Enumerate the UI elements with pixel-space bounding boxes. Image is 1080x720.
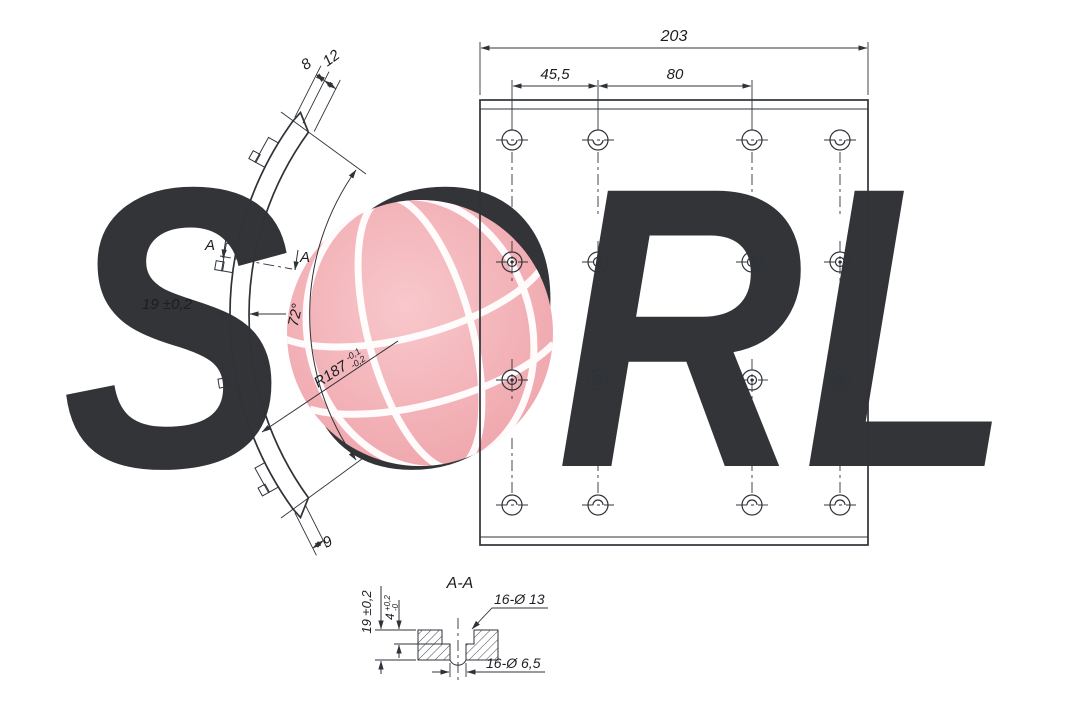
dim-thickness: 19 ±0,2 xyxy=(142,296,193,313)
hole xyxy=(824,241,856,283)
section-thickness-dimension xyxy=(375,586,416,674)
hole xyxy=(496,129,528,214)
hole xyxy=(736,438,768,516)
hole-dia-dimension xyxy=(432,663,545,677)
dim-hole-offset-1: 45,5 xyxy=(540,66,570,83)
svg-text:+0,2: +0,2 xyxy=(383,595,392,611)
svg-text:4: 4 xyxy=(383,613,397,620)
plate-outline xyxy=(479,99,869,546)
dim-hole-offset-2: 80 xyxy=(667,66,684,83)
dim-counterbore: 16-Ø 13 xyxy=(494,591,545,607)
section-cut-marks xyxy=(219,237,299,271)
section-letter-1: A xyxy=(204,237,215,254)
hole xyxy=(824,129,856,214)
dim-plate-width: 203 xyxy=(660,28,688,45)
dim-tip-12: 12 xyxy=(320,46,344,70)
width-dimension xyxy=(479,42,869,95)
hole-offset-dimensions xyxy=(511,80,753,130)
section-view xyxy=(375,586,548,680)
hole xyxy=(582,129,614,214)
dim-angle: 72° xyxy=(285,302,306,328)
angle-boundary-top xyxy=(280,111,367,175)
hole xyxy=(824,359,856,401)
counterbore-depth-dimension xyxy=(394,600,442,658)
dim-counterbore-depth: 4 +0,2 -0 xyxy=(383,595,400,620)
svg-text:-0: -0 xyxy=(391,603,400,611)
hole xyxy=(496,241,528,283)
lining-lug xyxy=(248,136,280,169)
side-view xyxy=(152,65,399,556)
dim-hole: 16-Ø 6,5 xyxy=(486,655,541,671)
bottom-tip-dimension xyxy=(294,504,328,556)
hole xyxy=(736,359,768,401)
hole xyxy=(496,359,528,401)
counterbore-leader xyxy=(471,607,548,630)
lining-lug xyxy=(254,461,280,497)
hole xyxy=(582,241,614,283)
plan-view xyxy=(479,42,869,546)
lining-arc-outline xyxy=(229,110,310,520)
hole-grid xyxy=(496,129,856,516)
hole xyxy=(582,359,614,401)
section-title: A-A xyxy=(446,575,474,592)
tip-dimension xyxy=(294,65,341,132)
section-letter-2: A xyxy=(299,249,310,266)
hole xyxy=(496,438,528,516)
radius-leader xyxy=(261,340,399,433)
section-left-solid xyxy=(417,629,451,661)
angle-dim-arc xyxy=(309,169,357,461)
lining-lug xyxy=(217,356,239,389)
hole xyxy=(736,129,768,214)
angle-boundary-bottom xyxy=(280,455,367,519)
hole xyxy=(582,438,614,516)
hole xyxy=(736,241,768,283)
dim-section-thickness: 19 ±0,2 xyxy=(359,590,374,634)
dim-tip-8: 8 xyxy=(298,55,315,74)
hole xyxy=(824,438,856,516)
